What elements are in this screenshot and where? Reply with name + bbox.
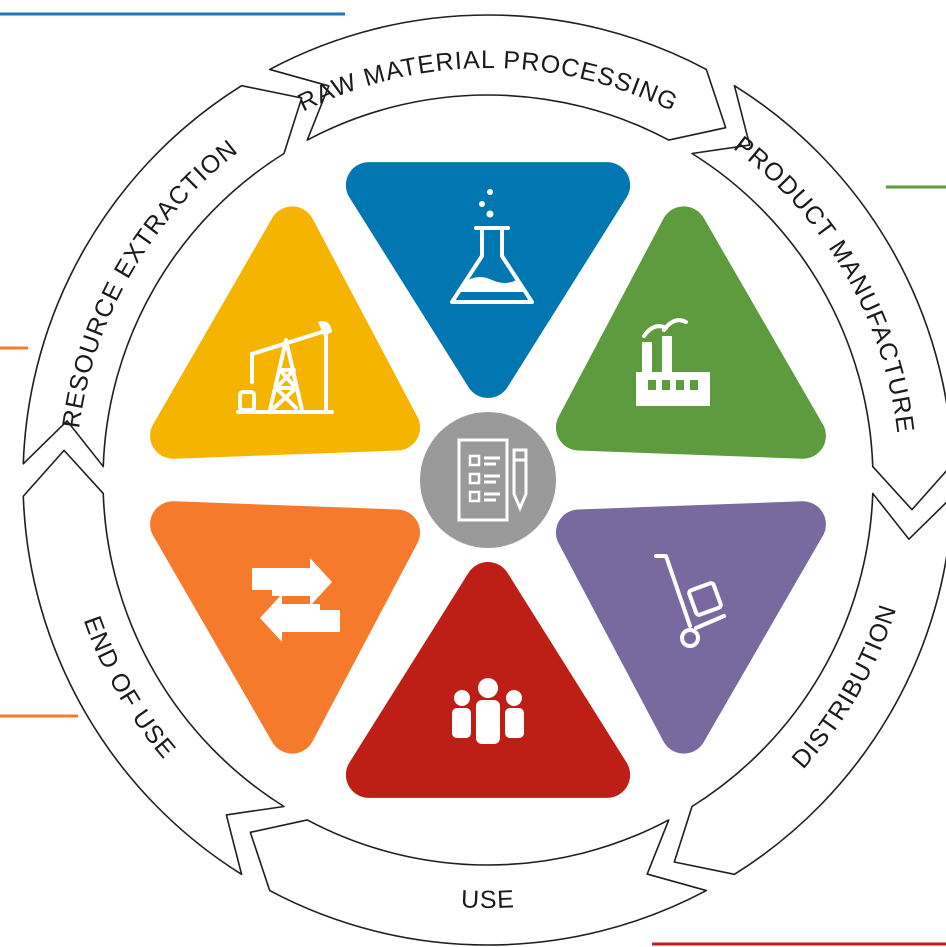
people-icon: [452, 678, 524, 744]
recycle-arrows-icon: [252, 558, 340, 642]
arrow-segment-product-manufacture: [691, 84, 946, 511]
center-circle: [420, 412, 556, 548]
arrow-segment-end-of-use: [22, 449, 285, 876]
accent-lines: [0, 12, 946, 946]
arrow-segment-raw-material-processing: [268, 14, 727, 141]
hand-truck-icon: [654, 554, 726, 648]
flask-icon: [450, 189, 534, 304]
arrow-segment-resource-extraction: [22, 84, 303, 468]
oil-pump-icon: [236, 321, 334, 414]
arrow-segment-distribution: [673, 492, 946, 876]
stage-label-use: USE: [461, 885, 516, 914]
factory-icon: [636, 318, 710, 406]
arrow-segment-use: [249, 819, 708, 946]
stage-triangle-resource-extraction: [150, 206, 421, 459]
stage-icons: [236, 189, 726, 744]
center-hub: [420, 412, 556, 548]
stage-triangle-product-manufacture: [555, 206, 826, 459]
checklist-clipboard-icon: [457, 438, 528, 522]
